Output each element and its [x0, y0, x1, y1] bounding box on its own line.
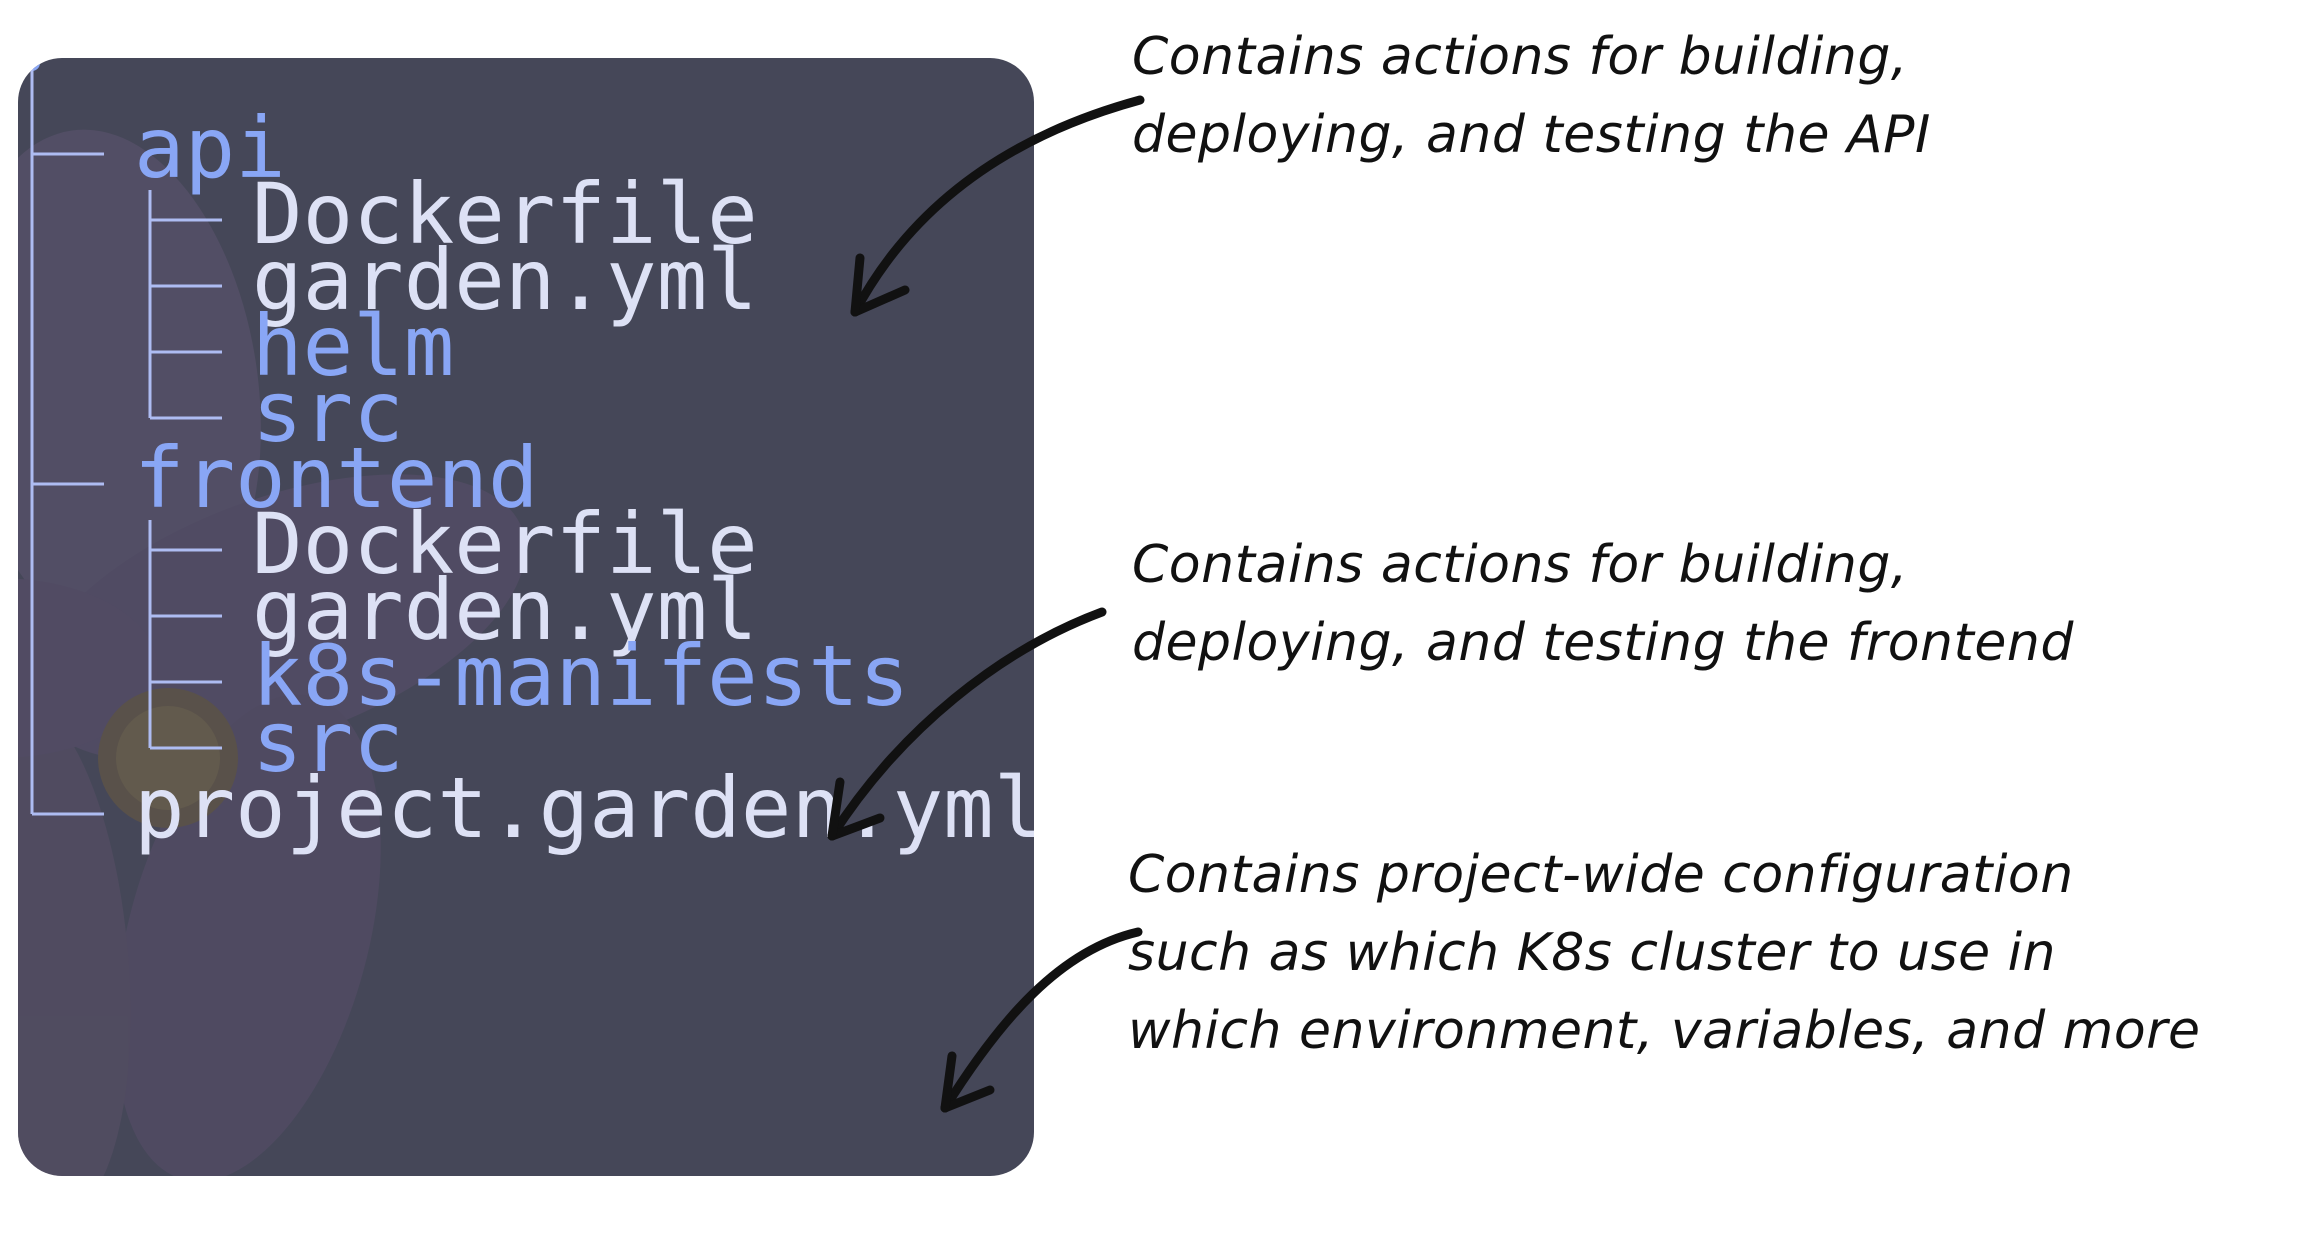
api-annotation: Contains actions for building, deploying…	[1132, 18, 1931, 174]
tree-file-item: project.garden.yml	[134, 759, 1034, 857]
tree-root-dot	[24, 58, 40, 71]
tree-file-item: Dockerfile	[252, 165, 758, 263]
tree-directory-item: src	[252, 363, 404, 461]
tree-directory-item: src	[252, 693, 404, 791]
api-annotation-line-1: Contains actions for building,	[1132, 27, 1908, 87]
frontend-annotation-line-1: Contains actions for building,	[1132, 535, 1908, 595]
tree-file-item: garden.yml	[252, 231, 758, 329]
tree-directory-item: api	[134, 99, 286, 197]
tree-file-item: Dockerfile	[252, 495, 758, 593]
tree-directory-item: frontend	[134, 429, 539, 527]
tree-directory-item: helm	[252, 297, 455, 395]
tree-directory-item: k8s-manifests	[252, 627, 910, 725]
project-annotation-line-2: such as which K8s cluster to use in	[1128, 923, 2057, 983]
tree-file-item: garden.yml	[252, 561, 758, 659]
frontend-annotation: Contains actions for building, deploying…	[1132, 526, 2074, 682]
project-annotation: Contains project-wide configuration such…	[1128, 836, 2201, 1070]
project-annotation-line-3: which environment, variables, and more	[1128, 1001, 2201, 1061]
project-annotation-line-1: Contains project-wide configuration	[1128, 845, 2074, 905]
tree-connector-lines	[24, 58, 222, 816]
frontend-annotation-line-2: deploying, and testing the frontend	[1132, 613, 2074, 673]
api-annotation-line-2: deploying, and testing the API	[1132, 105, 1931, 165]
